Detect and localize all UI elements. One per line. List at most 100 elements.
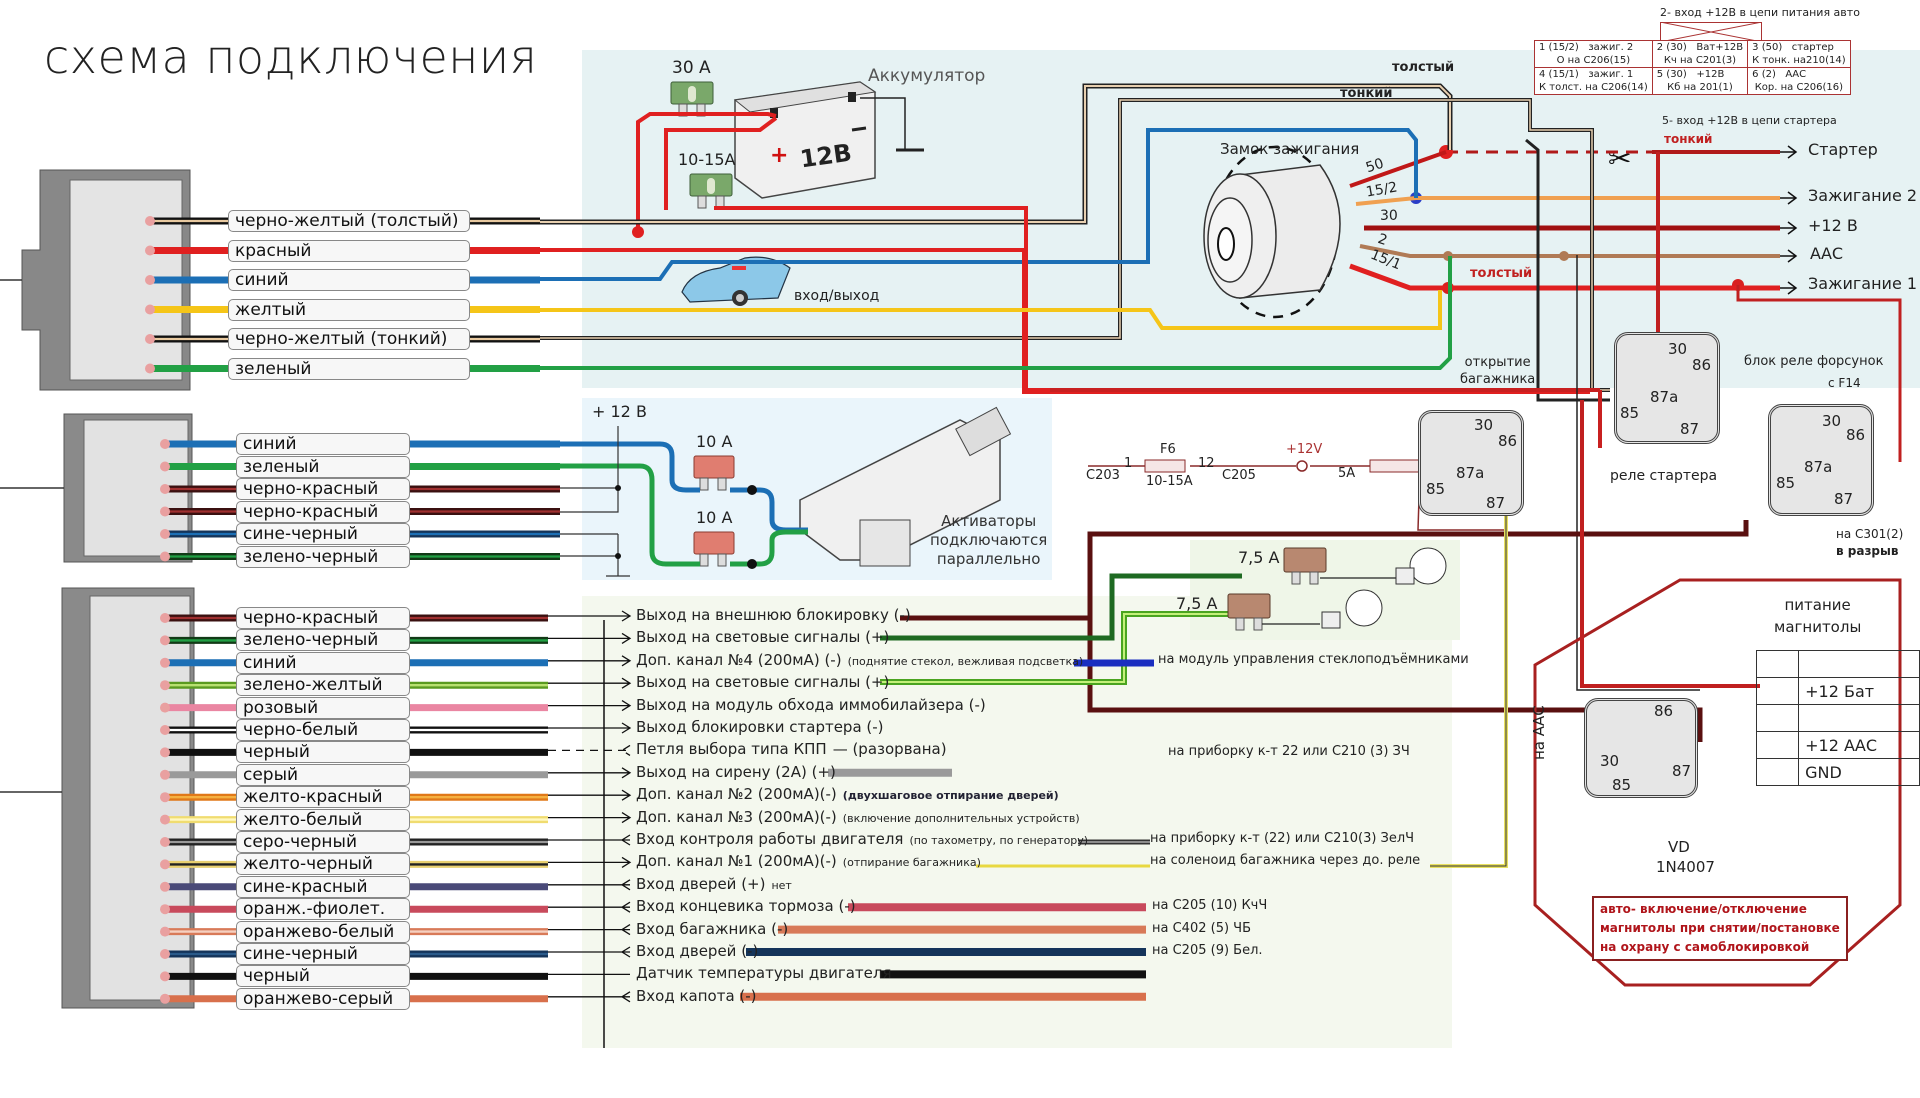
pin-number: 6 (2): [1752, 69, 1776, 80]
radio-aac-label: на ААС: [1530, 705, 1548, 760]
radio-power-title-line: магнитолы: [1774, 618, 1862, 636]
connector-1-wire-label: синий: [228, 269, 470, 291]
connector-3-pin: [160, 949, 170, 959]
connector-1-pin: [145, 334, 155, 344]
output-label: Выход на внешнюю блокировку (-): [636, 606, 911, 624]
output-destination: на С205 (9) Бел.: [1152, 943, 1263, 958]
output-starter: Стартер: [1808, 140, 1878, 159]
output-arrow: [548, 901, 631, 913]
plus12v-label: +12V: [1286, 442, 1323, 457]
instrument-cluster-note: на приборку к-т 22 или С210 (3) ЗЧ: [1168, 744, 1410, 759]
starter-relay-pin-87: 87: [1680, 420, 1700, 438]
starter-relay-pin-85: 85: [1620, 404, 1640, 422]
connector-1-pin: [145, 304, 155, 315]
output-note: (включение дополнительных устройств): [842, 811, 1080, 825]
output-row: Вход концевика тормоза (-): [636, 897, 856, 915]
pin-table-bottom-note: 5- вход +12В в цепи стартера: [1662, 114, 1837, 127]
pin-function: +12В: [1696, 69, 1725, 80]
pin-table-crossed-cell: [1660, 22, 1762, 42]
thick-wire-label-2: толстый: [1470, 266, 1533, 281]
thick-wire-label: толстый: [1392, 60, 1455, 75]
pin-wire: Кор. на С206(16): [1754, 82, 1844, 93]
fuse-10-15a-label: 10-15А: [678, 150, 736, 169]
connector-3-wire-label: серый: [236, 763, 410, 786]
f6-label: F6: [1160, 442, 1176, 457]
fuse-10a-1-icon: [693, 455, 735, 491]
pin-table-cell: 6 (2) ААС: [1747, 67, 1851, 81]
connector-3-pin: [160, 657, 170, 668]
connector-1-pin: [145, 245, 155, 256]
pin-number: 4 (15/1): [1539, 69, 1579, 80]
output-row: Выход на сирену (2А) (+): [636, 763, 836, 781]
output-note: — (разорвана): [832, 740, 947, 759]
connector-3-wire-label: сине-черный: [236, 943, 410, 965]
diode-label: VD: [1668, 838, 1690, 856]
trunk-relay-title-line: открытие: [1464, 355, 1531, 370]
output-label: Вход контроля работы двигателя: [636, 830, 904, 848]
radio-note: авто- включение/отключение магнитолы при…: [1592, 896, 1848, 961]
lamp-fuse1-label: 7,5 А: [1238, 548, 1280, 567]
output-row: Выход на модуль обхода иммобилайзера (-): [636, 696, 986, 714]
connector-1-wire-label: черно-желтый (тонкий): [228, 328, 470, 350]
output-row: Петля выбора типа КПП — (разорвана): [636, 740, 947, 758]
radio-note-line: магнитолы при снятии/постановке: [1600, 921, 1840, 935]
starter-relay-label: реле стартера: [1610, 468, 1718, 484]
radio-pin-label: GND: [1798, 758, 1920, 786]
ignition-lock-icon: [1203, 145, 1341, 319]
output-arrow: [548, 632, 632, 644]
injector-relay-pin-30: 30: [1822, 412, 1842, 430]
output-arrow: [548, 924, 631, 936]
connector-3-pin: [160, 837, 170, 847]
connector-3-pin: [160, 881, 170, 892]
trunk-relay-pin-85: 85: [1426, 480, 1446, 498]
diode-part: 1N4007: [1656, 858, 1715, 876]
connector-3-pin: [160, 747, 170, 758]
connector-3-wire-label: черно-белый: [236, 719, 410, 741]
pin-wire: К тонк. на210(14): [1752, 55, 1846, 66]
connector-2-wire-label: черно-красный: [236, 478, 410, 500]
trunk-relay-pin-87: 87: [1486, 494, 1506, 512]
injector-to-line: на С301(2): [1836, 527, 1904, 541]
pin-table-cell: К толст. на С206(14): [1534, 81, 1653, 95]
connector-2-wire-label: черно-красный: [236, 500, 410, 523]
starter-relay-pin-87a: 87a: [1650, 388, 1679, 406]
output-arrow: [548, 789, 632, 801]
lamp-1-icon: [1395, 547, 1447, 585]
thin-wire-label-2: тонкий: [1664, 132, 1713, 146]
output-label: Доп. канал №4 (200мА) (-): [636, 650, 842, 669]
ignition-lock-title: Замок зажигания: [1220, 140, 1360, 158]
connector-3-wire-label: синий: [236, 651, 410, 674]
injector-from-label: с F14: [1828, 376, 1861, 390]
output-arrow: [548, 700, 632, 712]
door-io-label: вход/выход: [794, 288, 880, 304]
output-label: Выход блокировки стартера (-): [636, 718, 884, 736]
output-destination: на приборку к-т (22) или С210(3) ЗелЧ: [1150, 831, 1415, 846]
output-arrow: [548, 834, 631, 846]
connector-3-wire-label: желто-черный: [236, 853, 410, 876]
output-row: Вход капота (-): [636, 987, 757, 1005]
pin-table-cell: О на С206(15): [1534, 54, 1653, 68]
output-destination: на модуль управления стеклоподъёмниками: [1158, 651, 1469, 667]
injector-relay-pin-87a: 87a: [1804, 458, 1833, 476]
output-label: Датчик температуры двигателя: [636, 964, 892, 983]
actuator-icon: [799, 406, 1012, 567]
pin-table-top-note: 2- вход +12В в цепи питания авто: [1660, 6, 1860, 19]
radio-relay-pin-30: 30: [1600, 752, 1620, 770]
radio-note-line: авто- включение/отключение: [1600, 902, 1807, 916]
radio-relay: [1584, 698, 1698, 798]
connector-3-wire-label: зелено-черный: [236, 629, 410, 652]
connector-3-pin: [160, 792, 170, 803]
connector-2-wire-label: зеленый: [236, 455, 410, 478]
connector-3-pin: [160, 635, 170, 646]
output-label: Выход на световые сигналы (+): [636, 673, 890, 692]
connector-2-wire-label: сине-черный: [236, 523, 410, 545]
output-row: Вход дверей (-): [636, 942, 758, 960]
connector-1-pin: [145, 275, 155, 285]
output-label: Петля выбора типа КПП: [636, 740, 827, 759]
lamp-fuse2-label: 7,5 А: [1176, 594, 1218, 613]
output-arrow: [548, 744, 631, 756]
radio-pin-label: [1798, 650, 1920, 678]
output-row: Вход контроля работы двигателя(по тахоме…: [636, 830, 1088, 848]
output-row: Доп. канал №3 (200мА)(-)(включение допол…: [636, 808, 1080, 826]
battery-label: Аккумулятор: [868, 66, 986, 86]
